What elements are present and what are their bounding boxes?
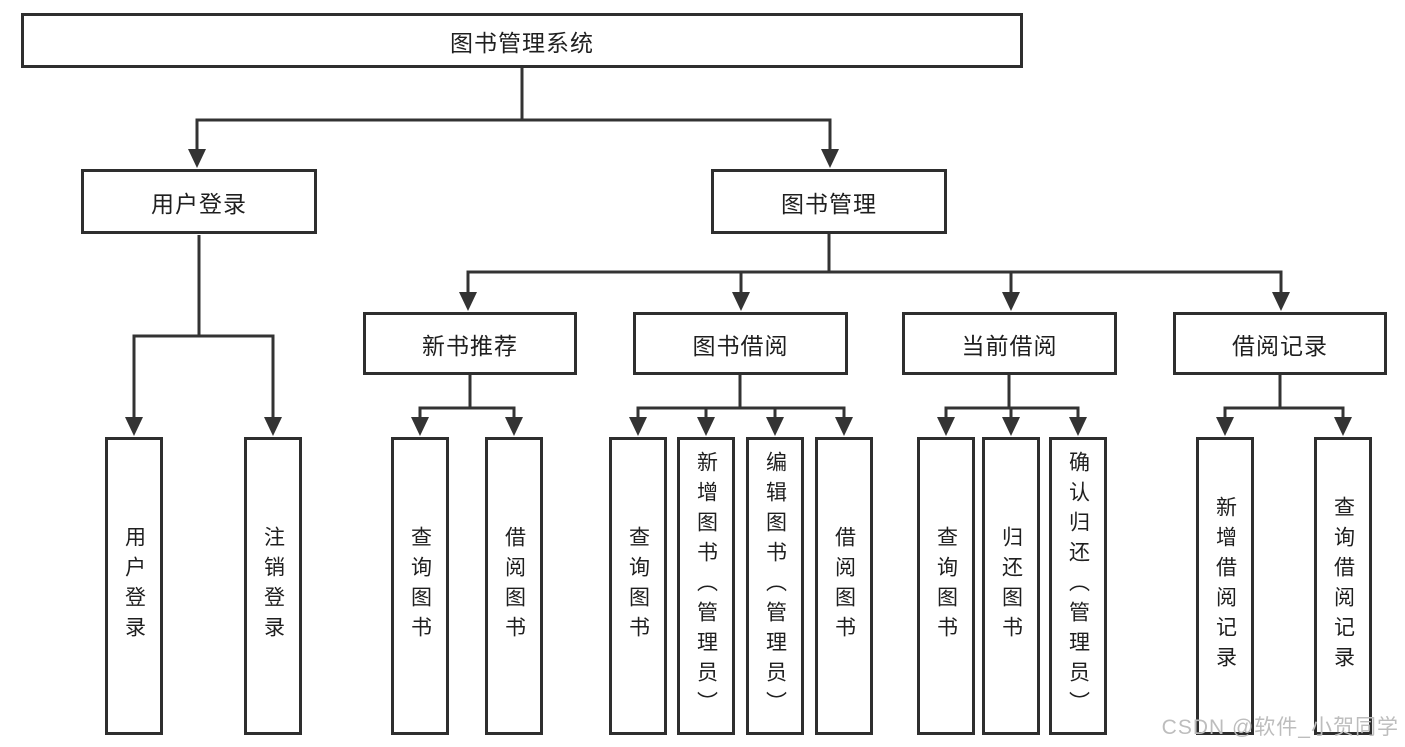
arrow-down-icon bbox=[1216, 417, 1234, 436]
node-user-login: 用户登录 bbox=[81, 169, 317, 234]
leaf-borrow-add-books-admin: 新增图书（管理员） bbox=[677, 437, 735, 735]
arrow-down-icon bbox=[697, 417, 715, 436]
arrow-down-icon bbox=[766, 417, 784, 436]
arrow-down-icon bbox=[732, 292, 750, 311]
arrow-down-icon bbox=[937, 417, 955, 436]
leaf-user-login: 用户登录 bbox=[105, 437, 163, 735]
arrow-down-icon bbox=[505, 417, 523, 436]
arrow-down-icon bbox=[411, 417, 429, 436]
node-book-borrow: 图书借阅 bbox=[633, 312, 848, 375]
leaf-borrow-borrow-books: 借阅图书 bbox=[815, 437, 873, 735]
arrow-down-icon bbox=[1272, 292, 1290, 311]
leaf-newbook-borrow-books: 借阅图书 bbox=[485, 437, 543, 735]
leaf-current-confirm-return-admin: 确认归还（管理员） bbox=[1049, 437, 1107, 735]
leaf-current-query-books: 查询图书 bbox=[917, 437, 975, 735]
arrow-down-icon bbox=[264, 417, 282, 436]
leaf-borrow-query-books: 查询图书 bbox=[609, 437, 667, 735]
leaf-borrow-edit-books-admin: 编辑图书（管理员） bbox=[746, 437, 804, 735]
arrow-down-icon bbox=[1069, 417, 1087, 436]
node-new-book-recommend: 新书推荐 bbox=[363, 312, 577, 375]
arrow-down-icon bbox=[188, 149, 206, 168]
arrow-down-icon bbox=[1002, 292, 1020, 311]
arrow-down-icon bbox=[1002, 417, 1020, 436]
arrow-down-icon bbox=[821, 149, 839, 168]
node-book-management: 图书管理 bbox=[711, 169, 947, 234]
leaf-record-query-borrow-record: 查询借阅记录 bbox=[1314, 437, 1372, 735]
arrow-down-icon bbox=[459, 292, 477, 311]
leaf-current-return-books: 归还图书 bbox=[982, 437, 1040, 735]
leaf-record-add-borrow-record: 新增借阅记录 bbox=[1196, 437, 1254, 735]
csdn-watermark: CSDN @软件_小贺同学 bbox=[1161, 716, 1399, 739]
arrow-down-icon bbox=[629, 417, 647, 436]
node-current-borrow: 当前借阅 bbox=[902, 312, 1117, 375]
leaf-logout-login: 注销登录 bbox=[244, 437, 302, 735]
arrow-down-icon bbox=[125, 417, 143, 436]
leaf-newbook-query-books: 查询图书 bbox=[391, 437, 449, 735]
arrow-down-icon bbox=[835, 417, 853, 436]
node-borrow-record: 借阅记录 bbox=[1173, 312, 1387, 375]
arrow-down-icon bbox=[1334, 417, 1352, 436]
node-root-system: 图书管理系统 bbox=[21, 13, 1023, 68]
arrowheads bbox=[125, 149, 1352, 436]
